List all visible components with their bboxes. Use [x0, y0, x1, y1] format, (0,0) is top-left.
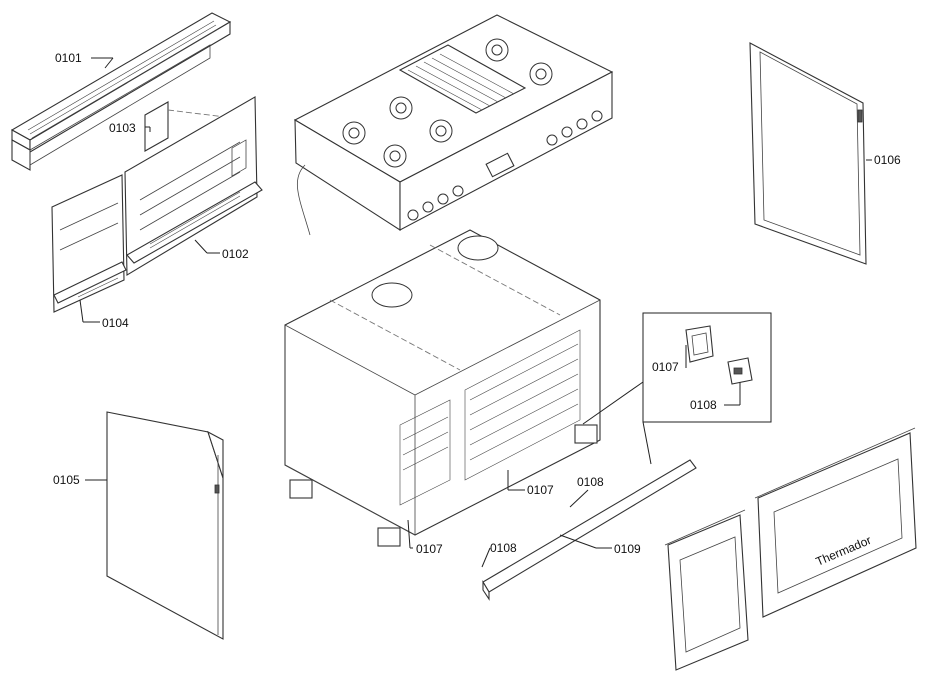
callout-0108-trim: 0108: [577, 475, 604, 489]
range-body: [284, 229, 601, 547]
part-0109-trim: [482, 459, 697, 601]
callout-0105: 0105: [53, 473, 80, 487]
part-0105-side-panel: [106, 411, 224, 640]
callout-0106: 0106: [874, 153, 901, 167]
part-0104-lower-panel: [51, 174, 127, 313]
part-0101-backguard: [10, 12, 232, 171]
callout-0102: 0102: [222, 247, 249, 261]
part-0108-clip: [727, 357, 753, 385]
callout-0108-end: 0108: [490, 541, 517, 555]
callout-0109: 0109: [614, 542, 641, 556]
callout-0107-inset: 0107: [652, 360, 679, 374]
part-0106-side-panel: [749, 42, 867, 265]
callout-0104: 0104: [102, 316, 129, 330]
callout-0101: 0101: [55, 51, 82, 65]
oven-door-large: Thermador: [754, 427, 917, 618]
detail-inset: [582, 312, 772, 465]
cooktop-assembly: [293, 14, 614, 236]
leader-lines: [79, 57, 872, 568]
callout-0107-foot: 0107: [416, 542, 443, 556]
part-0102-back-panel: [124, 96, 263, 276]
burner-icon: [342, 38, 553, 168]
callout-labels: 0101 0103 0102 0104 0105 0106 0107 0108 …: [53, 51, 901, 556]
oven-door-small: [664, 509, 749, 671]
part-0107-bracket: [685, 325, 714, 363]
callout-0108-inset: 0108: [690, 398, 717, 412]
callout-0107-body: 0107: [527, 483, 554, 497]
callout-0103: 0103: [109, 121, 136, 135]
